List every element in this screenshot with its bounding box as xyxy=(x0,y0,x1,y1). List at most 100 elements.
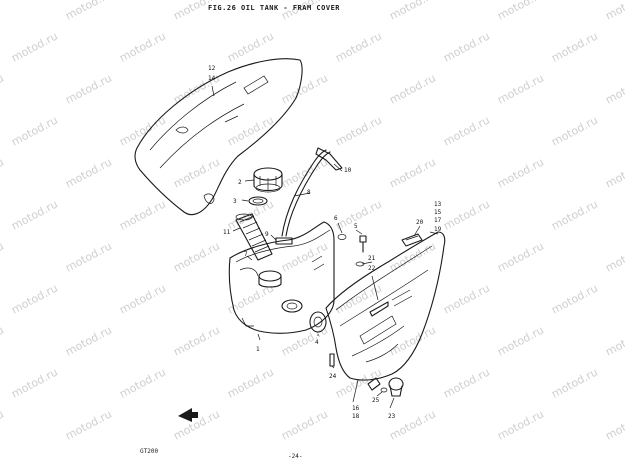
model-label: GT200 xyxy=(140,448,159,455)
watermark-text: motod.ru xyxy=(333,281,384,316)
watermark-text: motod.ru xyxy=(117,29,168,64)
watermark-text: motod.ru xyxy=(549,29,600,64)
callout-24: 24 xyxy=(329,373,337,380)
filler-hose xyxy=(235,213,273,261)
watermark-text: motod.ru xyxy=(333,29,384,64)
watermark-text: motod.ru xyxy=(603,71,625,106)
callout-10: 10 xyxy=(344,167,352,174)
watermark-text: motod.ru xyxy=(0,239,6,274)
watermark-text: motod.ru xyxy=(9,113,60,148)
watermark-text: motod.ru xyxy=(0,0,6,23)
callout-14: 14 xyxy=(208,75,216,82)
watermark-text: motod.ru xyxy=(549,113,600,148)
callout-25: 25 xyxy=(372,397,380,404)
watermark-text: motod.ru xyxy=(495,323,546,358)
callout-22: 22 xyxy=(368,265,376,272)
watermark-text: motod.ru xyxy=(0,71,6,106)
watermark-text: motod.ru xyxy=(441,29,492,64)
watermark-text: motod.ru xyxy=(549,281,600,316)
watermark-text: motod.ru xyxy=(279,407,330,442)
watermark-text: motod.ru xyxy=(279,323,330,358)
watermark-text: motod.ru xyxy=(603,0,625,23)
watermark-text: motod.ru xyxy=(279,71,330,106)
callout-5: 5 xyxy=(354,223,358,230)
cover-knob xyxy=(380,377,404,397)
watermark-text: motod.ru xyxy=(603,239,625,274)
watermark-text: motod.ru xyxy=(63,71,114,106)
watermark-text: motod.ru xyxy=(495,239,546,274)
watermark-text: motod.ru xyxy=(0,155,6,190)
watermark-text: motod.ru xyxy=(117,281,168,316)
watermark-text: motod.ru xyxy=(225,365,276,400)
gasket xyxy=(248,196,268,206)
callout-16: 16 xyxy=(352,405,360,412)
callout-9: 9 xyxy=(265,231,269,238)
watermark-text: motod.ru xyxy=(63,323,114,358)
callout-13: 13 xyxy=(434,201,442,208)
front-arrow-icon xyxy=(178,408,198,422)
watermark-text: motod.ru xyxy=(171,239,222,274)
watermark-text: motod.ru xyxy=(441,113,492,148)
watermark-text: motod.ru xyxy=(495,155,546,190)
callout-11: 11 xyxy=(223,229,231,236)
watermark-text: motod.ru xyxy=(333,113,384,148)
watermark-text: motod.ru xyxy=(387,71,438,106)
watermark-text: motod.ru xyxy=(603,407,625,442)
callout-17: 17 xyxy=(434,217,442,224)
leader-lines xyxy=(211,85,439,409)
figure-title: FIG.26 OIL TANK - FRAM COVER xyxy=(208,4,341,12)
filler-cap xyxy=(253,167,283,193)
watermark-text: motod.ru xyxy=(117,113,168,148)
callout-19: 19 xyxy=(434,226,442,233)
page-number: -24- xyxy=(288,453,303,460)
watermark-text: motod.ru xyxy=(9,197,60,232)
watermark-text: motod.ru xyxy=(9,281,60,316)
watermark-text: motod.ru xyxy=(441,281,492,316)
watermark-text: motod.ru xyxy=(603,155,625,190)
watermark-text: motod.ru xyxy=(603,323,625,358)
breather-hose xyxy=(281,147,343,237)
watermark-text: motod.ru xyxy=(63,239,114,274)
watermark-text: motod.ru xyxy=(333,197,384,232)
watermark-text: motod.ru xyxy=(0,407,6,442)
frame-cover-left xyxy=(134,58,303,216)
watermark-text: motod.ru xyxy=(549,197,600,232)
callout-1: 1 xyxy=(256,346,260,353)
watermark-text: motod.ru xyxy=(387,0,438,23)
callout-12: 12 xyxy=(208,65,216,72)
callout-2: 2 xyxy=(238,179,242,186)
watermark-text: motod.ru xyxy=(387,155,438,190)
callout-8: 8 xyxy=(307,189,311,196)
watermark-text: motod.ru xyxy=(0,323,6,358)
watermark-text: motod.ru xyxy=(333,365,384,400)
watermark-text: motod.ru xyxy=(495,0,546,23)
frame-cover-right xyxy=(325,231,446,391)
screw xyxy=(329,353,335,367)
watermark-text: motod.ru xyxy=(63,155,114,190)
callout-18: 18 xyxy=(352,413,360,420)
callout-7: 7 xyxy=(244,251,248,258)
callout-3: 3 xyxy=(233,198,237,205)
emblem-badge xyxy=(401,233,423,247)
callout-21: 21 xyxy=(368,255,376,262)
part-number-labels: 1214231179810652013151719212242412523161… xyxy=(208,65,442,420)
watermark-text: motod.ru xyxy=(171,155,222,190)
watermark-text: motod.ru xyxy=(9,365,60,400)
callout-20: 20 xyxy=(416,219,424,226)
watermark-text: motod.ru xyxy=(495,71,546,106)
callout-6: 6 xyxy=(334,215,338,222)
callout-23: 23 xyxy=(388,413,396,420)
watermark-text: motod.ru xyxy=(549,365,600,400)
callout-15: 15 xyxy=(434,209,442,216)
callout-4: 4 xyxy=(315,339,319,346)
watermark-text: motod.ru xyxy=(171,323,222,358)
watermark-text: motod.ru xyxy=(441,197,492,232)
watermark-text: motod.ru xyxy=(279,239,330,274)
watermark-text: motod.ru xyxy=(117,365,168,400)
grommet xyxy=(309,311,327,333)
oil-tank xyxy=(228,221,335,334)
watermark-text: motod.ru xyxy=(63,407,114,442)
